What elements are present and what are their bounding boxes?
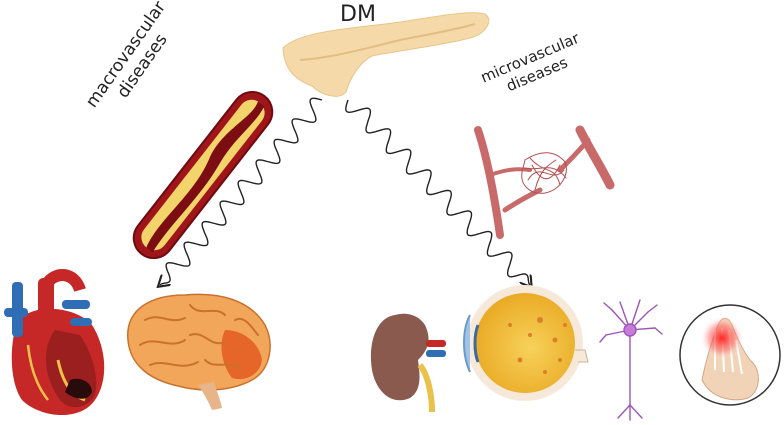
eye-icon	[463, 285, 589, 401]
heart-icon	[4, 269, 105, 416]
brain-icon	[127, 293, 271, 410]
arrow-to-macro	[160, 97, 323, 285]
pancreas-icon	[282, 12, 490, 97]
kidney-icon	[370, 313, 446, 413]
arrow-to-micro	[345, 99, 530, 285]
diagram-title: DM	[340, 2, 376, 27]
artery-icon	[132, 90, 274, 260]
foot-icon	[679, 304, 781, 406]
capillary-icon	[474, 125, 615, 239]
neuron-icon	[599, 299, 663, 421]
